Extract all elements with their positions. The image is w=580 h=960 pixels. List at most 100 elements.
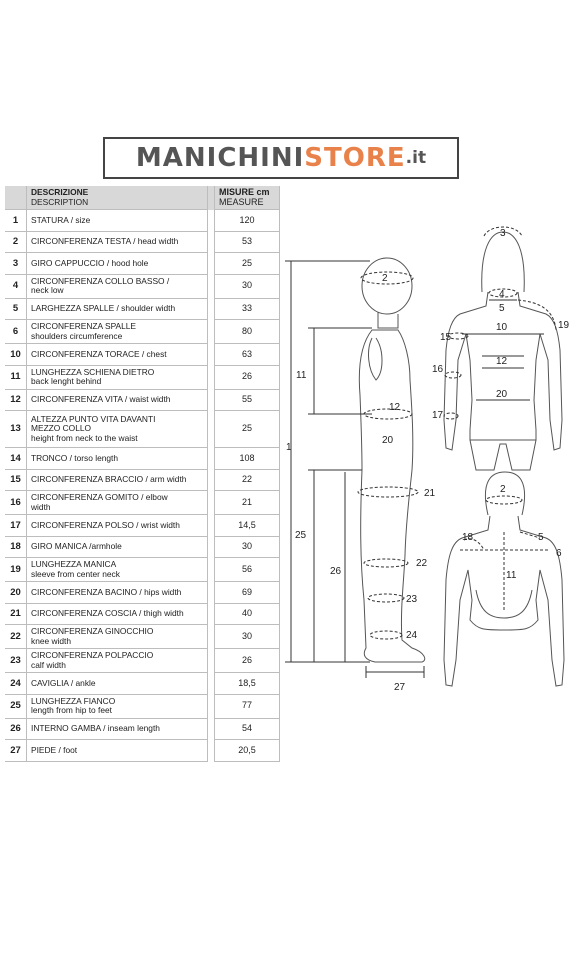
- column-gap: [208, 389, 214, 411]
- side-label-1: 1: [286, 442, 292, 453]
- row-description: CIRCONFERENZA COSCIA / thigh width: [31, 608, 184, 618]
- row-description: CIRCONFERENZA SPALLE: [31, 321, 137, 331]
- column-gap: [208, 186, 214, 210]
- row-description: PIEDE / foot: [31, 744, 78, 755]
- row-description: CAVIGLIA / ankle: [31, 677, 96, 688]
- column-gap: [208, 274, 214, 299]
- column-gap: [208, 448, 214, 470]
- front-label-3: 3: [500, 228, 506, 239]
- header-desc-en: DESCRIPTION: [31, 196, 89, 207]
- row-number: 19: [5, 558, 27, 582]
- row-number: 15: [5, 469, 27, 491]
- front-label-17: 17: [432, 410, 444, 421]
- row-number: 11: [5, 365, 27, 390]
- row-number: 5: [5, 298, 27, 320]
- row-number: 21: [5, 603, 27, 625]
- side-label-12: 12: [389, 402, 401, 413]
- side-label-11: 11: [296, 370, 307, 381]
- back-label-6: 6: [556, 548, 562, 559]
- row-value: 53: [214, 231, 280, 253]
- row-description-line2: calf width: [31, 659, 66, 670]
- row-description-line3: height from neck to the waist: [31, 432, 138, 443]
- row-number: 17: [5, 515, 27, 537]
- side-label-24: 24: [406, 630, 418, 641]
- row-description-line2: width: [31, 501, 51, 512]
- row-description-cell: CIRCONFERENZA TESTA / head width: [27, 231, 208, 253]
- row-value: 55: [214, 389, 280, 411]
- row-description: GIRO CAPPUCCIO / hood hole: [31, 257, 149, 268]
- side-label-21: 21: [424, 488, 436, 499]
- side-label-20: 20: [382, 435, 394, 446]
- column-gap: [208, 718, 214, 740]
- row-description-cell: TRONCO / torso length: [27, 448, 208, 470]
- side-label-26: 26: [330, 566, 342, 577]
- row-description: CIRCONFERENZA POLPACCIO: [31, 650, 154, 660]
- row-value: 77: [214, 694, 280, 719]
- measurement-table-body: DESCRIZIONE DESCRIPTION MISURE cm MEASUR…: [5, 186, 280, 762]
- row-description-cell: GIRO CAPPUCCIO / hood hole: [27, 253, 208, 275]
- row-value: 63: [214, 344, 280, 366]
- row-description: CIRCONFERENZA BRACCIO / arm width: [31, 474, 187, 484]
- column-gap: [208, 673, 214, 695]
- column-gap: [208, 344, 214, 366]
- row-description-cell: CIRCONFERENZA POLSO / wrist width: [27, 515, 208, 537]
- row-value: 21: [214, 491, 280, 515]
- row-description: ALTEZZA PUNTO VITA DAVANTI: [31, 413, 156, 424]
- logo-text-tld: .it: [405, 148, 427, 168]
- column-gap: [208, 253, 214, 275]
- row-number: 4: [5, 274, 27, 299]
- logo-text-manichini: MANICHINI: [135, 143, 305, 173]
- front-label-12: 12: [496, 356, 508, 367]
- row-description: LARGHEZZA SPALLE / shoulder width: [31, 303, 176, 313]
- row-description: CIRCONFERENZA GINOCCHIO: [31, 626, 154, 636]
- row-description: CIRCONFERENZA BACINO / hips width: [31, 586, 182, 597]
- row-number: 12: [5, 389, 27, 411]
- side-label-2: 2: [382, 273, 388, 284]
- row-number: 20: [5, 582, 27, 604]
- front-view-circumference-lines: [443, 226, 557, 420]
- row-value: 56: [214, 558, 280, 582]
- column-gap: [208, 582, 214, 604]
- row-description: GIRO MANICA /armhole: [31, 541, 122, 551]
- back-label-11: 11: [506, 570, 517, 581]
- row-description-line2: sleeve from center neck: [31, 568, 120, 579]
- header-description-cell: DESCRIZIONE DESCRIPTION: [27, 186, 208, 210]
- column-gap: [208, 515, 214, 537]
- row-description: LUNGHEZZA FIANCO: [31, 695, 116, 706]
- side-label-22: 22: [416, 558, 428, 569]
- row-description: LUNGHEZZA SCHIENA DIETRO: [31, 366, 155, 377]
- back-view-measure-lines: [460, 495, 550, 612]
- row-description-cell: GIRO MANICA /armhole: [27, 536, 208, 558]
- row-number: 6: [5, 320, 27, 344]
- row-value: 18,5: [214, 673, 280, 695]
- row-value: 14,5: [214, 515, 280, 537]
- row-value: 26: [214, 365, 280, 390]
- row-description: INTERNO GAMBA / inseam length: [31, 723, 160, 733]
- front-label-15: 15: [440, 332, 452, 343]
- side-label-27: 27: [394, 682, 406, 693]
